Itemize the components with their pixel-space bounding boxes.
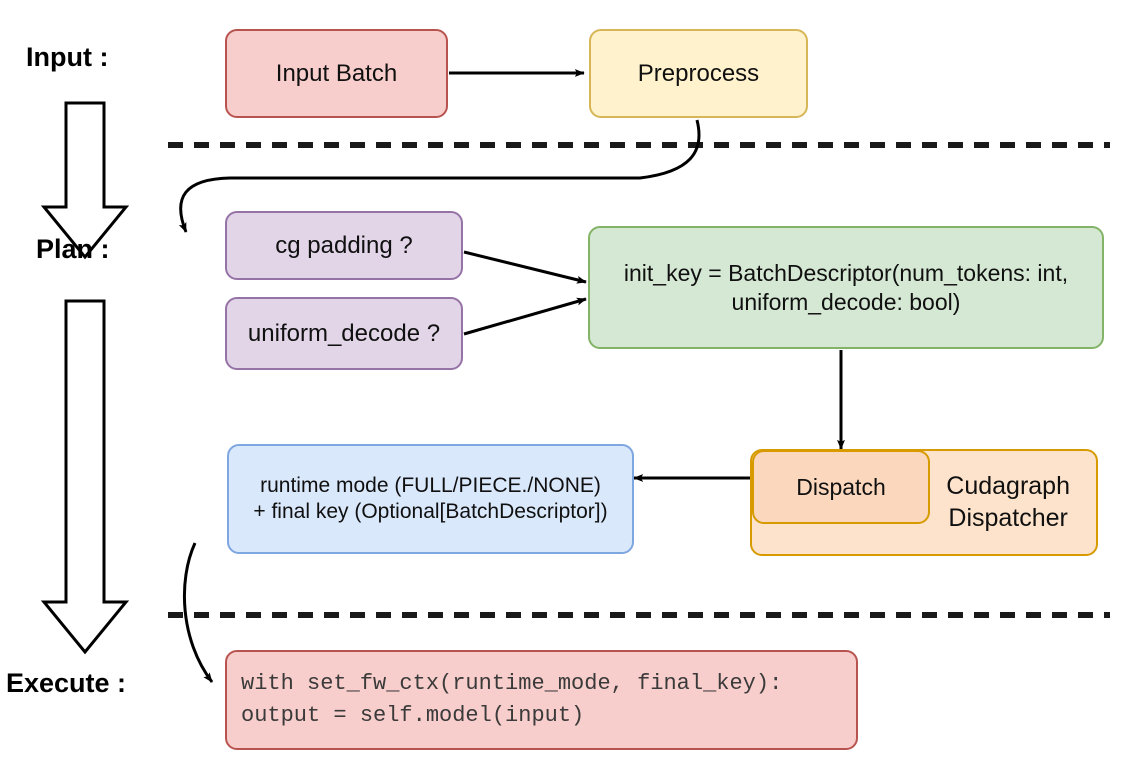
node-cg-padding[interactable]: cg padding ? [225, 211, 463, 280]
node-execute-code[interactable]: with set_fw_ctx(runtime_mode, final_key)… [225, 650, 858, 750]
edge-uniform-decode-to-init-key [463, 297, 587, 336]
node-dispatch[interactable]: Dispatch [752, 450, 930, 524]
node-preprocess[interactable]: Preprocess [589, 29, 808, 118]
edge-cg-padding-to-init-key [463, 250, 587, 284]
node-runtime-mode[interactable]: runtime mode (FULL/PIECE./NONE) + final … [227, 444, 634, 554]
node-uniform-decode[interactable]: uniform_decode ? [225, 297, 463, 370]
node-input-batch[interactable]: Input Batch [225, 29, 448, 118]
edge-runtime-mode-to-execute-code [182, 542, 214, 683]
stage-label-input: Input : [26, 42, 109, 72]
stage-label-plan: Plan : [36, 234, 110, 264]
plan-to-execute-block-arrow [40, 299, 130, 655]
stage-label-execute: Execute : [6, 668, 127, 698]
node-init-key[interactable]: init_key = BatchDescriptor(num_tokens: i… [588, 226, 1104, 349]
